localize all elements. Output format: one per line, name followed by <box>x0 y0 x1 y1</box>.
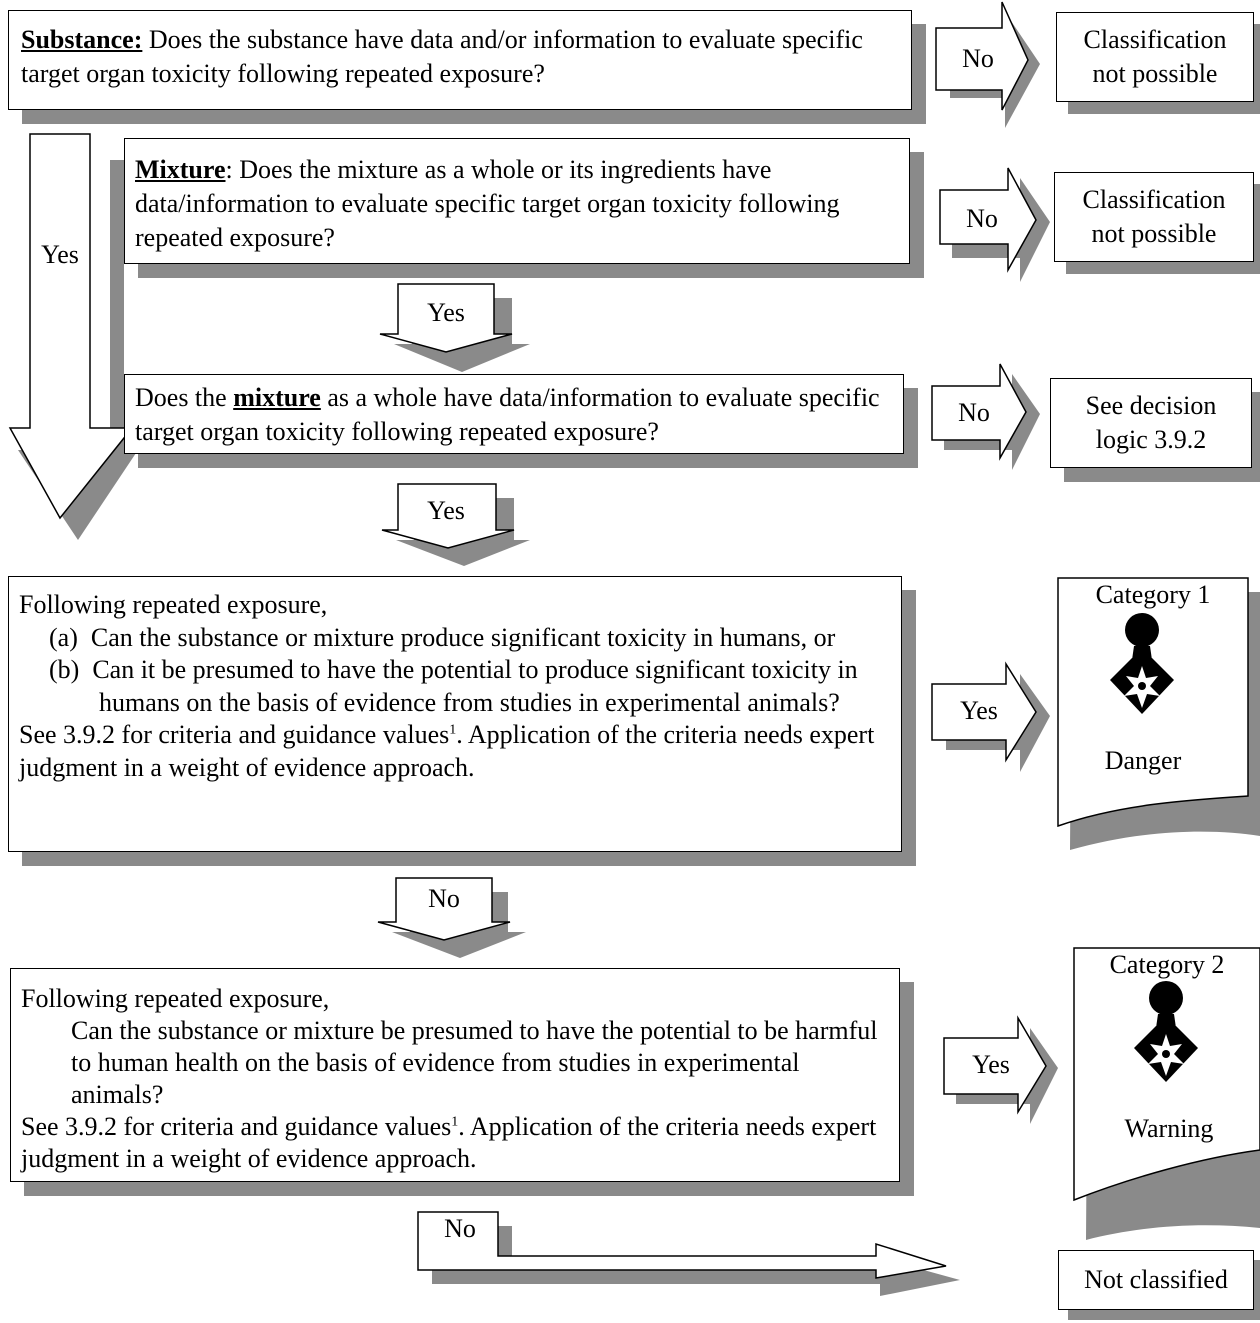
category-2-signal-word: Warning <box>1124 1114 1214 1143</box>
criterion-a: (a) Can the substance or mixture produce… <box>49 622 836 652</box>
result-line-1: Classification <box>1083 25 1227 54</box>
category-2-question: Can the substance or mixture be presumed… <box>71 1016 878 1109</box>
substance-label: Substance: <box>21 25 143 54</box>
result-not-classified: Not classified <box>1058 1250 1254 1310</box>
arrow-no-1 <box>935 1 1040 128</box>
result-line-2: not possible <box>1092 59 1218 88</box>
category-1-document <box>1057 577 1260 850</box>
mixture-whole-label: mixture <box>233 383 321 412</box>
category-2-intro: Following repeated exposure, <box>21 984 330 1013</box>
yes-label-cat2: Yes <box>972 1050 1010 1079</box>
mixture-label: Mixture <box>135 155 226 184</box>
result-line-1: Classification <box>1082 185 1226 214</box>
arrow-down-yes-1 <box>379 283 530 372</box>
mixture-question-text: : Does the mixture as a whole or its ing… <box>135 155 840 252</box>
criterion-b: (b) Can it be presumed to have the poten… <box>49 655 858 717</box>
big-yes-arrow <box>8 133 138 540</box>
yes-label-down-1: Yes <box>427 298 465 327</box>
mixture-whole-text: as a whole have data/information to eval… <box>135 383 880 446</box>
guidance-reference-rest: . Application of the criteria needs expe… <box>21 1112 877 1173</box>
mixture-question-box: Mixture: Does the mixture as a whole or … <box>124 138 910 264</box>
arrow-no-3 <box>931 363 1040 470</box>
not-classified-label: Not classified <box>1084 1265 1228 1294</box>
no-label-3: No <box>958 398 990 427</box>
substance-question-box: Substance: Does the substance have data … <box>8 10 912 110</box>
footnote-marker: 1 <box>449 722 457 738</box>
category-1-intro: Following repeated exposure, <box>19 590 328 619</box>
guidance-reference: See 3.9.2 for criteria and guidance valu… <box>21 1112 452 1141</box>
result-classification-not-possible-2: Classification not possible <box>1054 172 1254 262</box>
substance-question-text: Does the substance have data and/or info… <box>21 25 863 88</box>
category-1-question-box: Following repeated exposure, (a) Can the… <box>8 576 902 852</box>
result-line-2: logic 3.9.2 <box>1095 425 1207 454</box>
result-see-decision-logic: See decision logic 3.9.2 <box>1050 378 1252 468</box>
no-label-2: No <box>966 204 998 233</box>
yes-label-cat1: Yes <box>960 696 998 725</box>
category-2-question-box: Following repeated exposure, Can the sub… <box>10 968 900 1182</box>
category-2-title: Category 2 <box>1109 950 1225 979</box>
arrow-down-no-1 <box>377 877 526 958</box>
no-label-final: No <box>444 1214 476 1243</box>
category-1-title: Category 1 <box>1095 580 1211 609</box>
category-2-document <box>1073 947 1260 1240</box>
result-classification-not-possible-1: Classification not possible <box>1056 12 1254 102</box>
result-line-1: See decision <box>1085 391 1217 420</box>
arrow-down-yes-2 <box>381 483 530 566</box>
category-1-signal-word: Danger <box>1104 746 1182 775</box>
mixture-whole-prefix: Does the <box>135 383 234 412</box>
left-yes-label: Yes <box>41 240 79 269</box>
arrow-no-2 <box>939 167 1050 282</box>
yes-label-down-2: Yes <box>427 496 465 525</box>
arrow-no-final <box>417 1211 960 1296</box>
no-label-1: No <box>962 44 994 73</box>
result-line-2: not possible <box>1091 219 1217 248</box>
guidance-reference: See 3.9.2 for criteria and guidance valu… <box>19 720 450 749</box>
no-label-down-3: No <box>428 884 460 913</box>
arrow-yes-cat1 <box>931 661 1050 772</box>
guidance-reference-rest: . Application of the criteria needs expe… <box>19 720 875 782</box>
mixture-whole-question-box: Does the mixture as a whole have data/in… <box>124 374 904 454</box>
footnote-marker: 1 <box>451 1114 459 1130</box>
arrow-yes-cat2 <box>943 1015 1058 1124</box>
